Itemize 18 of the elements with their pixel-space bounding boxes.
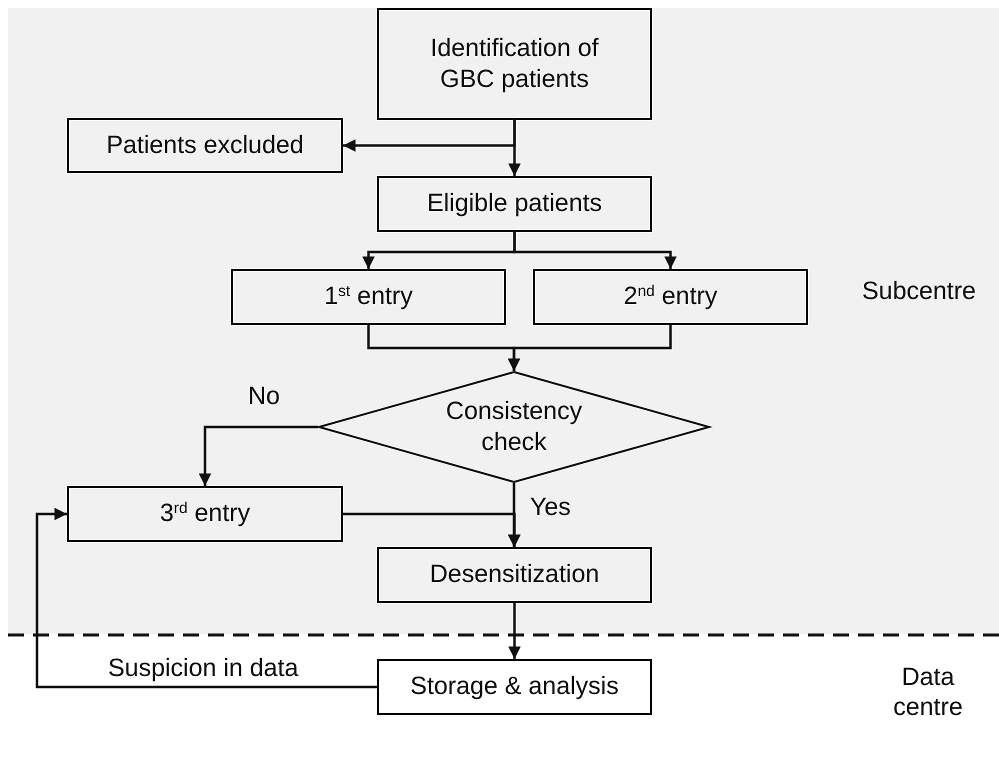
arrow: [198, 426, 318, 486]
arrow: [508, 325, 672, 371]
arrow: [36, 508, 377, 688]
process-box: Patients excluded: [67, 118, 343, 173]
arrow: [513, 232, 677, 269]
arrow: [508, 120, 521, 176]
process-box: Eligible patients: [377, 176, 652, 232]
process-box: 2$^{nd}$ entry: [533, 269, 808, 325]
arrow: [508, 603, 521, 659]
region-label: Data centre: [892, 662, 964, 722]
process-box: 3$^{rd}$ entry: [67, 486, 343, 542]
region-label: Subcentre: [862, 276, 976, 306]
process-box: Desensitization: [377, 547, 652, 603]
process-box: Identification of GBC patients: [377, 8, 652, 120]
decision-diamond: Consistency check: [318, 371, 710, 483]
arrow: [343, 512, 521, 547]
process-box: Storage & analysis: [377, 659, 652, 715]
process-box: 1$^{st}$ entry: [231, 269, 506, 325]
